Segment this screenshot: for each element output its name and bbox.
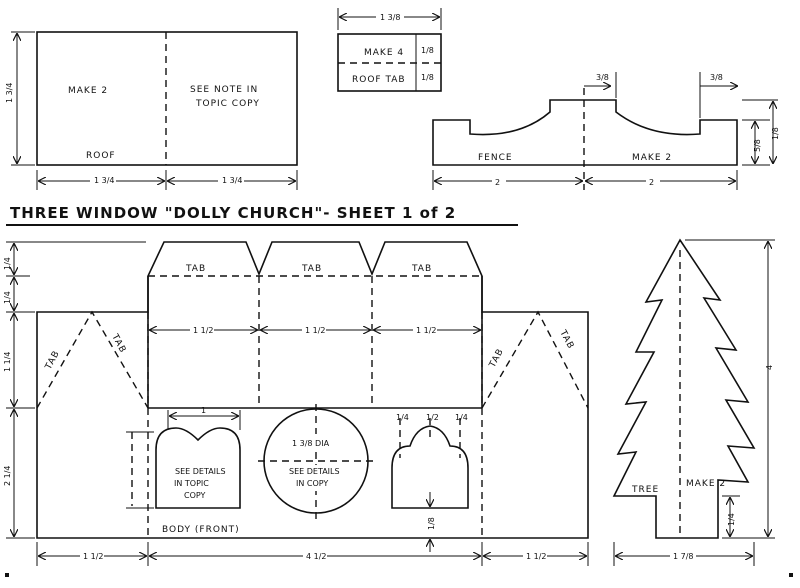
- fence-dim-mask-right: [646, 174, 660, 188]
- tree-dim-width: 1 7/8: [673, 552, 694, 561]
- fence-dim-height: 5/8: [753, 139, 762, 152]
- side-dim-2: 1/4: [3, 291, 12, 304]
- right-window-dim-bottom: 1/8: [427, 517, 436, 530]
- roof-dim-right: 1 3/4: [222, 176, 243, 185]
- roof-dim-mask-right: [218, 172, 244, 186]
- left-gable-tab-a: TAB: [43, 349, 62, 372]
- body-dim-left: 1 1/2: [83, 552, 104, 561]
- roof-dim-left: 1 3/4: [94, 176, 115, 185]
- left-gable-tab-b: TAB: [109, 332, 128, 355]
- fence-piece: FENCE MAKE 2 2 2 3/8 3/8 5/8 1/8: [432, 72, 780, 190]
- panel-2-dim: 1 1/2: [305, 326, 326, 335]
- roof-piece: MAKE 2 SEE NOTE IN TOPIC COPY ROOF 1 3/4…: [5, 31, 298, 190]
- side-dim-4: 2 1/4: [3, 465, 12, 486]
- top-tab-label-3: TAB: [411, 264, 432, 274]
- roof-dim-mask-left: [90, 172, 116, 186]
- left-window-note-3: COPY: [184, 491, 206, 500]
- round-window-outline: [263, 408, 369, 514]
- tree-outline: [612, 238, 756, 539]
- bottom-dim-mask-center: [303, 548, 327, 562]
- tree-label: TREE: [631, 485, 659, 495]
- left-gable-fold: [36, 310, 149, 409]
- right-window-dim-2: 1/2: [426, 413, 439, 422]
- right-gable-tab-b: TAB: [557, 328, 576, 351]
- page-title: THREE WINDOW "DOLLY CHURCH"- SHEET 1 of …: [10, 204, 456, 222]
- fence-outline: [432, 99, 738, 166]
- right-window-dim-1: 1/4: [396, 413, 409, 422]
- roof-tab-size-b: 1/8: [421, 73, 434, 82]
- registration-mark-right: [789, 573, 793, 577]
- round-window-note-1: SEE DETAILS: [289, 467, 340, 476]
- roof-outline: [36, 31, 298, 166]
- fence-dim-height-outer: 1/8: [771, 127, 780, 140]
- panel-3-dim-mask: [413, 322, 437, 336]
- roof-note-line2: TOPIC COPY: [195, 99, 260, 109]
- fence-dim-mask-left: [492, 174, 506, 188]
- round-window-note-2: IN COPY: [296, 479, 328, 488]
- panel-2-dim-mask: [302, 322, 326, 336]
- roof-make-label: MAKE 2: [68, 86, 108, 96]
- side-dim-3: 1 1/4: [3, 351, 12, 372]
- side-dim-1: 1/4: [3, 257, 12, 270]
- panel-1-dim-mask: [190, 322, 214, 336]
- tree-make-label: MAKE 2: [686, 479, 726, 489]
- bottom-dim-mask-right: [523, 548, 547, 562]
- roof-label: ROOF: [86, 151, 116, 161]
- tree-dim-height: 4: [765, 365, 774, 370]
- round-window-note-mask: [285, 465, 349, 491]
- panel-3-dim: 1 1/2: [416, 326, 437, 335]
- left-window-dim-top: 1: [201, 406, 206, 415]
- body-label: BODY (FRONT): [162, 525, 240, 535]
- left-window-outline: [155, 427, 241, 509]
- right-gable-fold: [481, 310, 589, 409]
- fence-dim-top-left: 3/8: [596, 73, 609, 82]
- right-gable-tab-a: TAB: [487, 347, 506, 370]
- round-window-dia: 1 3/8 DIA: [292, 439, 330, 448]
- roof-tab-dim-width: 1 3/8: [380, 13, 401, 22]
- right-window-dim-3: 1/4: [455, 413, 468, 422]
- body-piece: TAB TAB TAB TAB TAB TAB TAB 1 1/2 1 1/2 …: [3, 241, 589, 566]
- registration-mark-left: [5, 573, 9, 577]
- left-window-note-2: IN TOPIC: [174, 479, 209, 488]
- body-outline: [36, 241, 589, 539]
- roof-tab-label: ROOF TAB: [352, 75, 406, 85]
- tree-dim-trunk: 1/4: [727, 513, 736, 526]
- roof-note-line1: SEE NOTE IN: [190, 85, 258, 95]
- roof-height-dim: 1 3/4: [5, 82, 14, 103]
- roof-tab-size-a: 1/8: [421, 46, 434, 55]
- round-window-dia-mask: [289, 434, 345, 450]
- title-block: THREE WINDOW "DOLLY CHURCH"- SHEET 1 of …: [6, 204, 518, 226]
- fence-label: FENCE: [478, 153, 513, 163]
- panel-1-dim: 1 1/2: [193, 326, 214, 335]
- top-tab-label-2: TAB: [301, 264, 322, 274]
- bottom-dim-mask-left: [80, 548, 104, 562]
- left-window-note-1: SEE DETAILS: [175, 467, 226, 476]
- tree-width-dim-mask: [670, 548, 696, 562]
- fence-make-label: MAKE 2: [632, 153, 672, 163]
- roof-tab-piece: MAKE 4 ROOF TAB 1/8 1/8 1 3/8: [337, 8, 442, 92]
- roof-tab-make-label: MAKE 4: [364, 48, 404, 58]
- fence-dim-left: 2: [495, 178, 500, 187]
- roof-tab-dim-mask: [376, 9, 404, 23]
- body-dim-center: 4 1/2: [306, 552, 327, 561]
- fence-dim-top-right: 3/8: [710, 73, 723, 82]
- fence-dim-right: 2: [649, 178, 654, 187]
- body-dim-right: 1 1/2: [526, 552, 547, 561]
- tree-piece: TREE MAKE 2 4 1/4 1 7/8: [612, 238, 775, 566]
- top-tab-label-1: TAB: [185, 264, 206, 274]
